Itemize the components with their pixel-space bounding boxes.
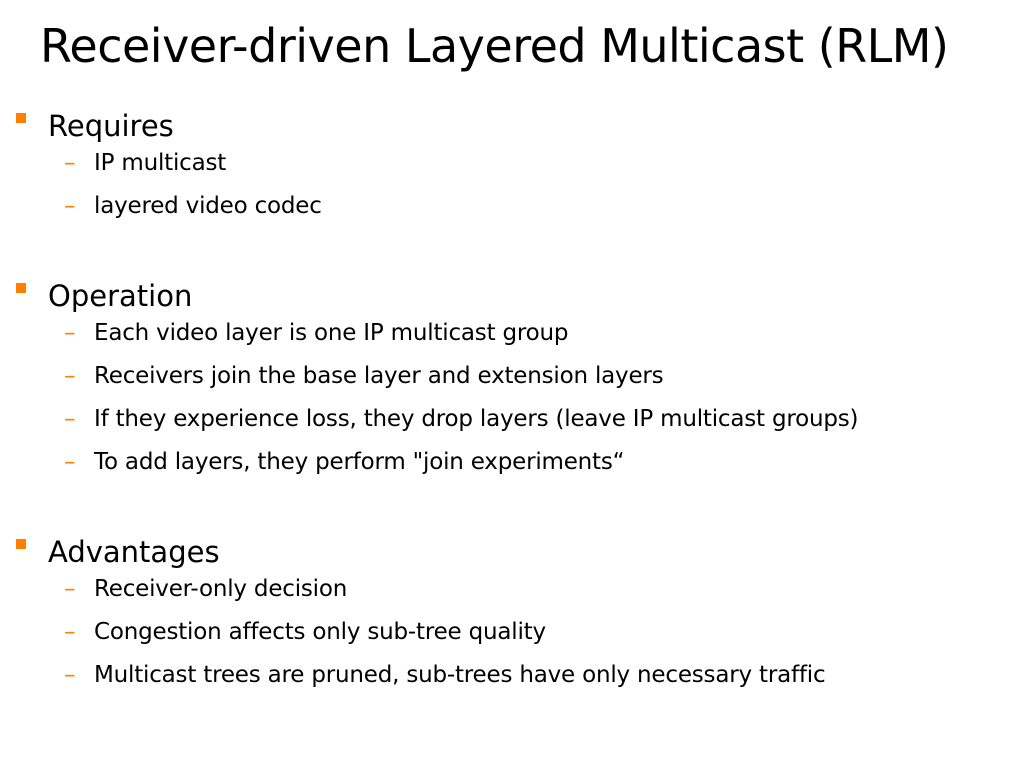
sub-bullet: – Receiver-only decision [12,572,1012,615]
sub-bullet-text: If they experience loss, they drop layer… [94,406,859,432]
square-bullet-icon [16,539,26,549]
main-bullet-operation: Operation [12,276,1012,316]
dash-bullet-icon: – [64,662,76,688]
sub-bullet: – IP multicast [12,146,1012,189]
sub-bullet: – Congestion affects only sub-tree quali… [12,615,1012,658]
sub-bullet-text: Multicast trees are pruned, sub-trees ha… [94,662,826,688]
sub-bullet-text: Each video layer is one IP multicast gro… [94,320,569,346]
sub-bullet-text: To add layers, they perform "join experi… [94,449,625,475]
sub-bullet-text: Receiver-only decision [94,576,348,602]
main-bullet-requires: Requires [12,106,1012,146]
sub-bullet-text: IP multicast [94,150,227,176]
section-heading: Requires [48,109,174,143]
section-operation: Operation – Each video layer is one IP m… [12,276,1012,488]
section-heading: Operation [48,279,193,313]
sub-bullet-text: layered video codec [94,193,322,219]
dash-bullet-icon: – [64,576,76,602]
dash-bullet-icon: – [64,406,76,432]
section-advantages: Advantages – Receiver-only decision – Co… [12,532,1012,701]
dash-bullet-icon: – [64,363,76,389]
sub-bullet: – Receivers join the base layer and exte… [12,359,1012,402]
square-bullet-icon [16,283,26,293]
slide-title: Receiver-driven Layered Multicast (RLM) [40,19,949,73]
dash-bullet-icon: – [64,449,76,475]
sub-bullet-text: Receivers join the base layer and extens… [94,363,664,389]
sub-bullet: – If they experience loss, they drop lay… [12,402,1012,445]
dash-bullet-icon: – [64,150,76,176]
sub-bullet-text: Congestion affects only sub-tree quality [94,619,546,645]
square-bullet-icon [16,113,26,123]
sub-bullet: – layered video codec [12,189,1012,232]
sub-bullet: – Each video layer is one IP multicast g… [12,316,1012,359]
dash-bullet-icon: – [64,619,76,645]
dash-bullet-icon: – [64,193,76,219]
section-requires: Requires – IP multicast – layered video … [12,106,1012,232]
dash-bullet-icon: – [64,320,76,346]
section-heading: Advantages [48,535,220,569]
sub-bullet: – To add layers, they perform "join expe… [12,445,1012,488]
sub-bullet: – Multicast trees are pruned, sub-trees … [12,658,1012,701]
main-bullet-advantages: Advantages [12,532,1012,572]
